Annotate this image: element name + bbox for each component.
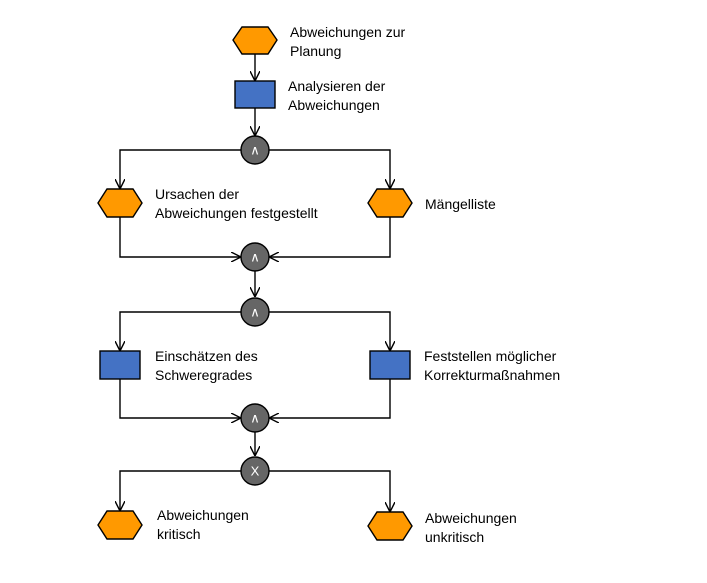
arrow-ursachen-to-join	[119, 217, 241, 257]
event-ursachen-shape	[97, 188, 143, 218]
event-unkritisch-label: Abweichungen unkritisch	[425, 510, 517, 545]
event-abweichungen-planung-shape	[232, 26, 278, 55]
gate-xor: X	[240, 456, 270, 486]
gate-symbol: ∧	[250, 250, 260, 265]
event-maengelliste-label: Mängelliste	[425, 196, 496, 212]
arrow-xor-to-kritisch	[120, 470, 241, 511]
event-unkritisch-shape	[367, 511, 413, 541]
function-analysieren-shape	[234, 80, 276, 109]
event-ursachen-label: Ursachen der Abweichungen festgestellt	[155, 186, 318, 221]
gate-symbol: ∧	[250, 143, 260, 158]
arrow-feststellen-to-join2	[269, 379, 391, 418]
function-einschaetzen-shape	[99, 350, 141, 380]
function-feststellen-shape	[369, 350, 411, 380]
gate-and-split-1: ∧	[240, 135, 270, 165]
connectors	[120, 54, 390, 512]
arrow-split2-to-feststellen	[269, 311, 390, 351]
event-kritisch-shape	[97, 510, 143, 540]
arrow-einschaetzen-to-join2	[119, 379, 241, 418]
function-analysieren-label: Analysieren der Abweichungen	[288, 78, 386, 113]
arrow-split-to-ursachen	[120, 149, 241, 189]
event-maengelliste-shape	[367, 188, 413, 218]
gate-and-join-1: ∧	[240, 242, 270, 272]
gate-symbol: X	[251, 464, 260, 479]
arrow-xor-to-unkritisch	[269, 470, 390, 512]
gate-symbol: ∧	[250, 411, 260, 426]
gate-and-join-2: ∧	[240, 403, 270, 433]
arrow-maengelliste-to-join	[269, 217, 391, 257]
gate-and-split-2: ∧	[240, 297, 270, 327]
arrow-split2-to-einschaetzen	[120, 311, 241, 351]
function-feststellen-label: Feststellen möglicher Korrekturmaßnahmen	[424, 348, 561, 383]
event-abweichungen-planung-label: Abweichungen zur Planung	[290, 24, 406, 59]
gate-symbol: ∧	[250, 305, 260, 320]
event-kritisch-label: Abweichungen kritisch	[157, 507, 249, 542]
arrow-split-to-maengelliste	[269, 149, 390, 189]
function-einschaetzen-label: Einschätzen des Schweregrades	[155, 348, 258, 383]
